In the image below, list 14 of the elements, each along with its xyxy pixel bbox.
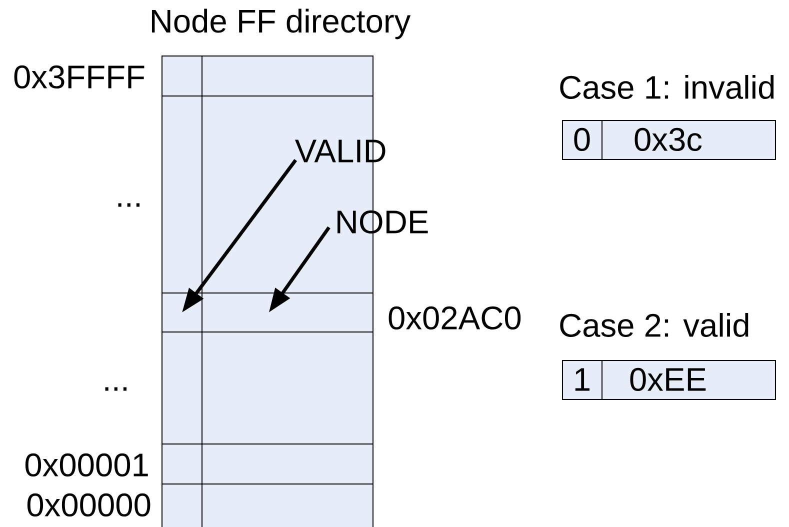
ellipsis: ... [118,203,140,207]
table-cell [162,484,202,527]
record-box: 0 0x3c [562,120,776,160]
case-heading: Case 1: invalid [560,75,774,99]
table-cell [162,56,202,96]
ellipsis: ... [105,387,127,391]
address-label: 0x02AC0 [388,306,521,330]
address-label: 0x00001 [25,453,148,477]
record-box: 1 0xEE [562,360,776,400]
case-heading: Case 2: valid [560,313,748,337]
address-label: 0x00000 [27,493,150,517]
table-cell [162,444,202,484]
address-label: 0x3FFFF [14,65,144,89]
title: Node FF directory [152,8,411,40]
